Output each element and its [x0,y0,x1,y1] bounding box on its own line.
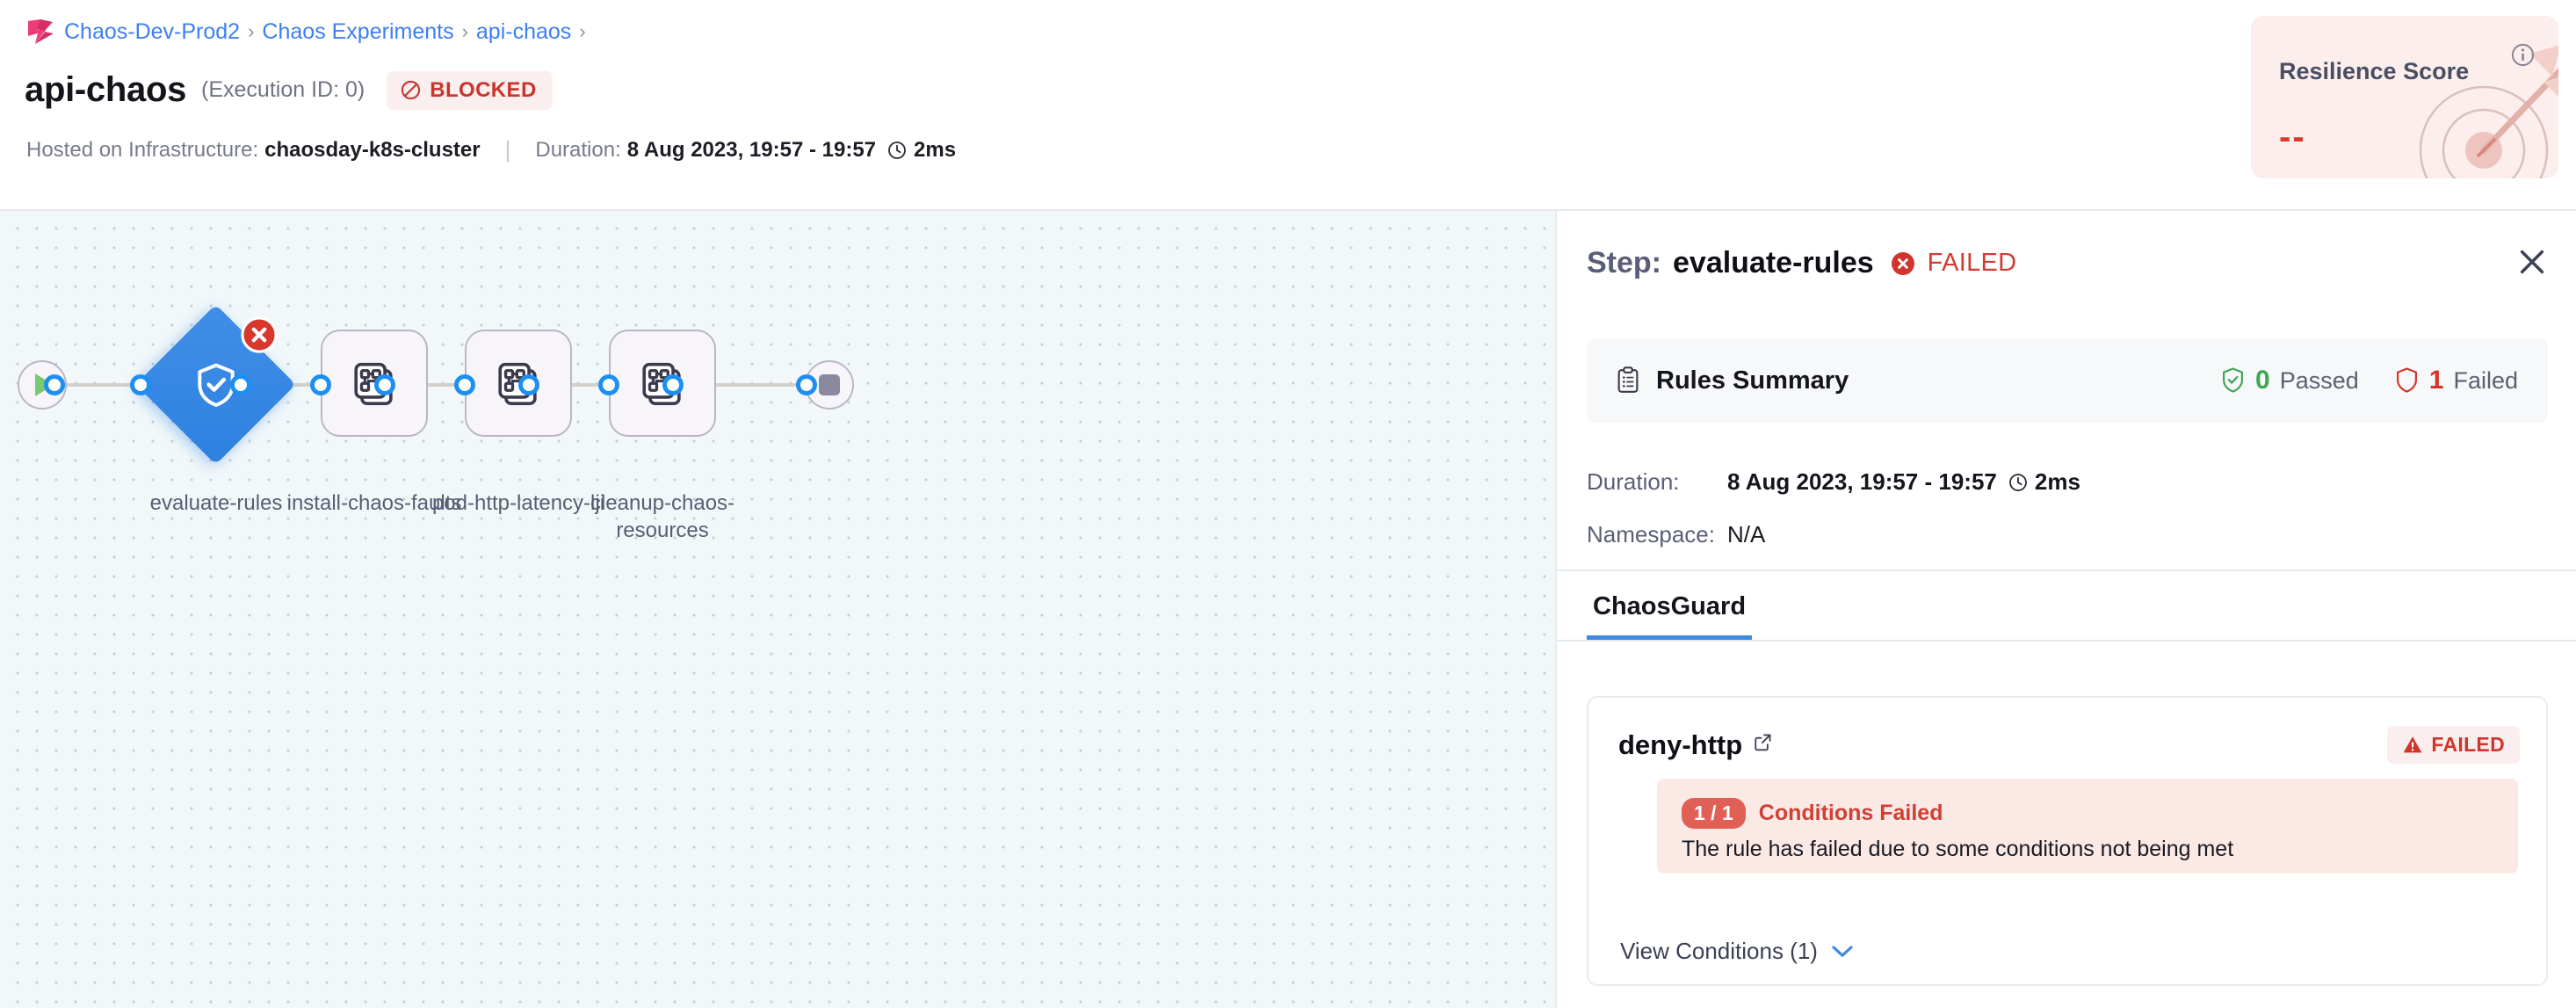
connector-install-out[interactable] [374,374,395,395]
connector-latency-out[interactable] [518,374,539,395]
infra-value: chaosday-k8s-cluster [264,137,481,162]
breadcrumb-item-1[interactable]: Chaos Experiments [262,18,454,44]
conditions-failed-message: The rule has failed due to some conditio… [1682,837,2234,861]
status-badge-blocked: BLOCKED [387,70,553,110]
breadcrumb-item-0[interactable]: Chaos-Dev-Prod2 [64,18,241,44]
resilience-score-value: -- [2279,118,2306,156]
rules-passed-label: Passed [2279,366,2359,394]
duration-value: 8 Aug 2023, 19:57 - 19:57 [626,137,877,162]
breadcrumb: Chaos-Dev-Prod2 › Chaos Experiments › ap… [26,18,586,46]
panel-tabs: ChaosGuard [1587,584,1753,640]
connector-cleanup-out[interactable] [662,374,684,395]
rule-card-deny-http: deny-http FAILED 1 / 1 Conditions Failed… [1587,696,2548,986]
status-badge-label: BLOCKED [430,77,537,102]
flow-node-evaluate-rules[interactable] [135,304,296,465]
execution-id: (Execution ID: 0) [201,77,365,102]
clock-icon [888,141,906,159]
detail-key-duration: Duration: [1587,468,1680,495]
conditions-failed-title: Conditions Failed [1758,801,1943,825]
conditions-failed-header: 1 / 1 Conditions Failed [1682,798,1943,829]
duration-ms: 2ms [914,137,957,162]
info-icon[interactable] [2510,42,2536,68]
rules-failed-count: 1 [2428,366,2444,395]
detail-key-namespace: Namespace: [1587,521,1715,548]
edge-cleanup-to-end [668,383,811,387]
stop-icon [819,374,840,395]
detail-row-namespace: Namespace: N/A [1587,521,1765,548]
external-link-icon[interactable] [1753,732,1773,752]
panel-header: Step: evaluate-rules FAILED [1557,211,2576,322]
rules-summary-left: Rules Summary [1615,366,1849,395]
resilience-score-title: Resilience Score [2279,58,2470,84]
harness-chaos-logo-icon [28,19,54,44]
connector-end-in[interactable] [796,374,817,395]
view-conditions-toggle[interactable]: View Conditions (1) [1620,938,1854,965]
shield-outline-icon [2396,367,2417,393]
panel-divider [1557,569,2576,571]
edge-start-to-evaluate-rules [54,383,135,387]
title-row: api-chaos (Execution ID: 0) BLOCKED [25,70,553,110]
error-x-icon [1891,251,1914,275]
clipboard-icon [1617,366,1639,393]
connector-cleanup-in[interactable] [598,374,619,395]
rules-summary-stats: 0 Passed 1 Failed [2220,366,2518,395]
prohibited-icon [402,80,421,100]
step-name: evaluate-rules [1673,246,1874,279]
rule-status-label: FAILED [2431,733,2505,756]
infra-label: Hosted on Infrastructure: [26,137,259,162]
tabs-underline [1557,640,2576,642]
flow-node-label-pod-http-latency-lji: pod-http-latency-lji [431,491,605,515]
step-prefix: Step: [1587,246,1661,279]
flow-node-label-evaluate-rules: evaluate-rules [149,491,283,515]
meta-divider: | [504,136,511,163]
detail-duration-ms: 2ms [2034,468,2080,495]
error-x-icon[interactable] [240,315,279,354]
step-title: Step: evaluate-rules FAILED [1587,246,2016,280]
connector-latency-in[interactable] [454,374,475,395]
resilience-score-card: Resilience Score -- [2251,16,2558,178]
breadcrumb-separator: › [248,20,255,42]
meta-row: Hosted on Infrastructure: chaosday-k8s-c… [26,136,956,163]
rules-passed-count: 0 [2255,366,2270,395]
close-icon[interactable] [2514,244,2550,279]
shield-check-icon [2223,367,2243,393]
flow-node-label-install-chaos-faults: install-chaos-faults [286,491,462,515]
step-status: FAILED [1927,249,2017,277]
rules-failed-label: Failed [2453,366,2518,394]
rule-card-header: deny-http [1618,729,1773,761]
rules-passed-stat: 0 Passed [2220,366,2359,395]
pipeline-flow: evaluate-rules install-chaos-faults [0,211,1555,1008]
connector-start-out[interactable] [44,374,65,395]
connector-evaluate-rules-in[interactable] [130,374,151,395]
breadcrumb-separator: › [579,20,586,42]
detail-value-namespace: N/A [1727,521,1766,548]
chevron-down-icon [1832,946,1853,957]
page-title: api-chaos [25,70,187,109]
page-header: Chaos-Dev-Prod2 › Chaos Experiments › ap… [0,0,2576,211]
conditions-failed-box: 1 / 1 Conditions Failed The rule has fai… [1657,779,2518,874]
rule-name: deny-http [1618,729,1743,760]
breadcrumb-item-2[interactable]: api-chaos [475,18,572,44]
tab-chaosguard[interactable]: ChaosGuard [1587,592,1753,640]
connector-evaluate-rules-out[interactable] [230,374,251,395]
breadcrumb-separator: › [461,20,468,42]
connector-install-in[interactable] [310,374,331,395]
rules-summary-title: Rules Summary [1656,366,1849,395]
warning-triangle-icon [2404,736,2422,753]
conditions-count-pill: 1 / 1 [1682,798,1746,829]
flow-node-label-cleanup-chaos-resources: cleanup-chaos-resources [590,491,735,542]
detail-row-duration: Duration: 8 Aug 2023, 19:57 - 19:57 2ms [1587,468,2080,496]
detail-value-duration: 8 Aug 2023, 19:57 - 19:57 [1727,468,1997,495]
view-conditions-label: View Conditions (1) [1620,938,1818,964]
rules-failed-stat: 1 Failed [2394,366,2518,395]
flow-node-start[interactable] [18,360,67,410]
rule-status-badge: FAILED [2387,726,2520,764]
step-details-panel: Step: evaluate-rules FAILED Rules Summar… [1555,211,2576,1008]
clock-icon [2008,473,2027,491]
rules-summary-card: Rules Summary 0 Passed 1 Failed [1587,338,2548,423]
duration-label: Duration: [535,137,621,162]
pipeline-canvas[interactable]: evaluate-rules install-chaos-faults [0,211,1555,1008]
